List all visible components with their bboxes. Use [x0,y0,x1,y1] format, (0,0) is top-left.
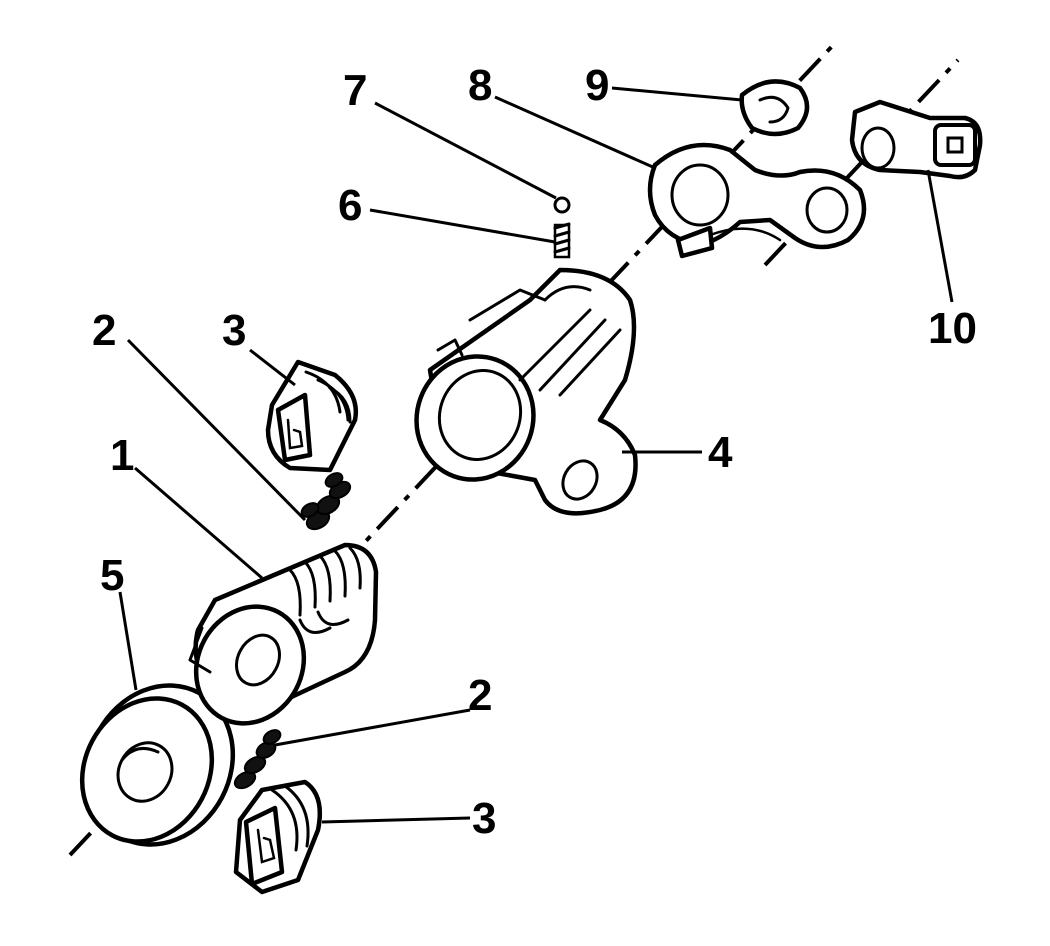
part-3-tumbler-upper [265,359,359,473]
callout-3-lower: 3 [472,794,496,843]
callout-9: 9 [585,61,609,110]
callout-1: 1 [110,431,134,480]
callout-7: 7 [343,66,367,115]
callout-labels: 1 2 2 3 3 4 5 6 7 8 9 10 [92,61,977,843]
part-2-springs-upper [300,472,352,531]
part-10-connector [849,99,983,180]
part-3-tumbler-lower [233,779,323,895]
part-7-ball [553,196,571,214]
callout-4: 4 [708,428,733,477]
part-9-clip [739,79,810,137]
callout-6: 6 [338,181,362,230]
callout-2-upper: 2 [92,306,116,355]
part-5-bezel [79,683,236,847]
callout-3-upper: 3 [222,306,246,355]
callout-8: 8 [468,61,492,110]
callout-2-lower: 2 [468,671,492,720]
callout-5: 5 [100,551,124,600]
leader-lines [118,86,954,824]
part-8-lever [647,142,867,259]
callout-10: 10 [928,304,977,353]
part-4-housing [414,267,638,516]
part-2-springs-lower [233,729,282,790]
part-1-lock-cylinder [188,542,379,726]
part-6-spring [553,222,571,259]
